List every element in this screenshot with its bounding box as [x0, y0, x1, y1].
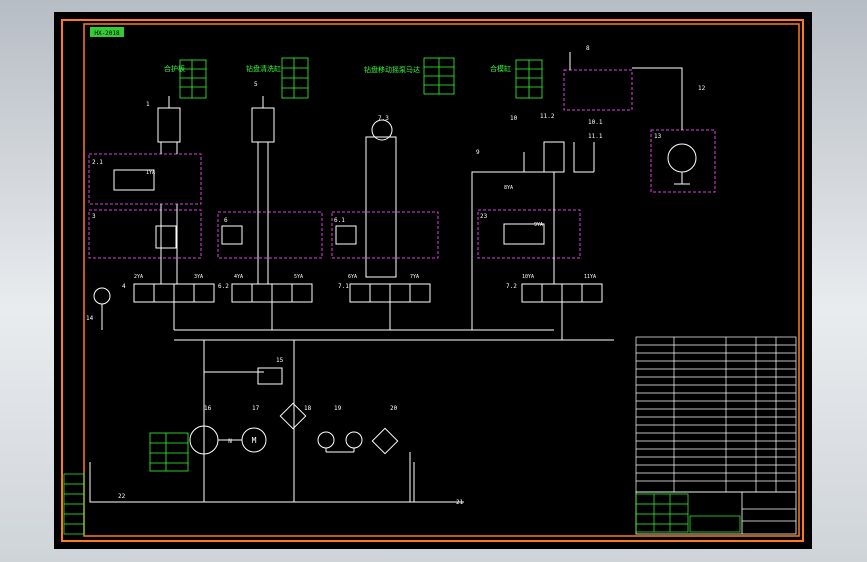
- heading-left: 合护板: [164, 64, 185, 73]
- label-11-2: 11.1: [588, 133, 603, 140]
- tag-9ya: 9YA: [534, 222, 543, 228]
- label-13: 12: [698, 85, 706, 92]
- label-8: 7.3: [378, 115, 389, 122]
- label-16: 15: [276, 357, 284, 364]
- heading-center: 钻盘移动摇泵马达: [364, 65, 420, 74]
- tag-4ya: 4YA: [234, 274, 243, 280]
- label-4: 4: [122, 283, 126, 290]
- label-18: 17: [252, 405, 260, 412]
- tag-3ya: 3YA: [194, 274, 203, 280]
- subassembly-boxes: [88, 69, 716, 259]
- title-block-green: [635, 493, 741, 533]
- label-6-2: 6.1: [334, 217, 345, 224]
- label-22: 21: [456, 499, 464, 506]
- spec-tables: [149, 57, 543, 472]
- title-tag-box: [90, 27, 124, 37]
- outer-frame: [61, 19, 804, 542]
- label-7-3: 7.2: [506, 283, 517, 290]
- label-7-1: 6.2: [218, 283, 229, 290]
- label-14: 13: [654, 133, 662, 140]
- label-3: 3: [92, 213, 96, 220]
- label-12: 11.2: [540, 113, 555, 120]
- label-15: 14: [86, 315, 94, 322]
- heading-center-left: 钻盘清洗缸: [246, 64, 281, 73]
- tag-6ya: 6YA: [348, 274, 357, 280]
- label-2-3: 23: [480, 213, 488, 220]
- tag-1ya: 1YA: [146, 170, 155, 176]
- label-5: 5: [254, 81, 258, 88]
- label-7-2: 7.1: [338, 283, 349, 290]
- parts-list: [635, 336, 797, 493]
- tag-7ya: 7YA: [410, 274, 419, 280]
- label-2-1: 2.1: [92, 159, 103, 166]
- tag-5ya: 5YA: [294, 274, 303, 280]
- drawing-canvas[interactable]: HX-2018 合护板 钻盘清洗缸 钻盘移动摇泵马达 合模缸: [54, 12, 812, 549]
- tag-10ya: 10YA: [522, 274, 534, 280]
- label-17: 16: [204, 405, 212, 412]
- label-10-1: 10: [510, 115, 518, 122]
- inner-frame: [83, 23, 800, 537]
- component-labels: 1 2.1 3 4 5 6 6.1 6.2 7.1 7.2 7.3 8 9 10…: [86, 45, 706, 506]
- piping: [89, 52, 697, 503]
- label-19: 18: [304, 405, 312, 412]
- tag-11ya: 11YA: [584, 274, 596, 280]
- tag-2ya: 2YA: [134, 274, 143, 280]
- solenoid-labels: 1YA 2YA 3YA 4YA 5YA 6YA 7YA 8YA 9YA 10YA…: [134, 170, 596, 280]
- label-20: 19: [334, 405, 342, 412]
- label-11-1: 10.1: [588, 119, 603, 126]
- label-9: 8: [586, 45, 590, 52]
- hydraulic-schematic: HX-2018 合护板 钻盘清洗缸 钻盘移动摇泵马达 合模缸: [61, 19, 804, 542]
- label-21: 20: [390, 405, 398, 412]
- label-1: 1: [146, 101, 150, 108]
- revision-strip: [63, 473, 85, 535]
- title-tag: HX-2018: [94, 30, 120, 37]
- label-6-1: 6: [224, 217, 228, 224]
- tag-8ya: 8YA: [504, 185, 513, 191]
- coupling-label: N: [228, 438, 232, 445]
- label-10: 9: [476, 149, 480, 156]
- title-block: [635, 491, 797, 535]
- motor-label: M: [252, 436, 257, 445]
- heading-right: 合模缸: [490, 64, 511, 73]
- label-23: 22: [118, 493, 126, 500]
